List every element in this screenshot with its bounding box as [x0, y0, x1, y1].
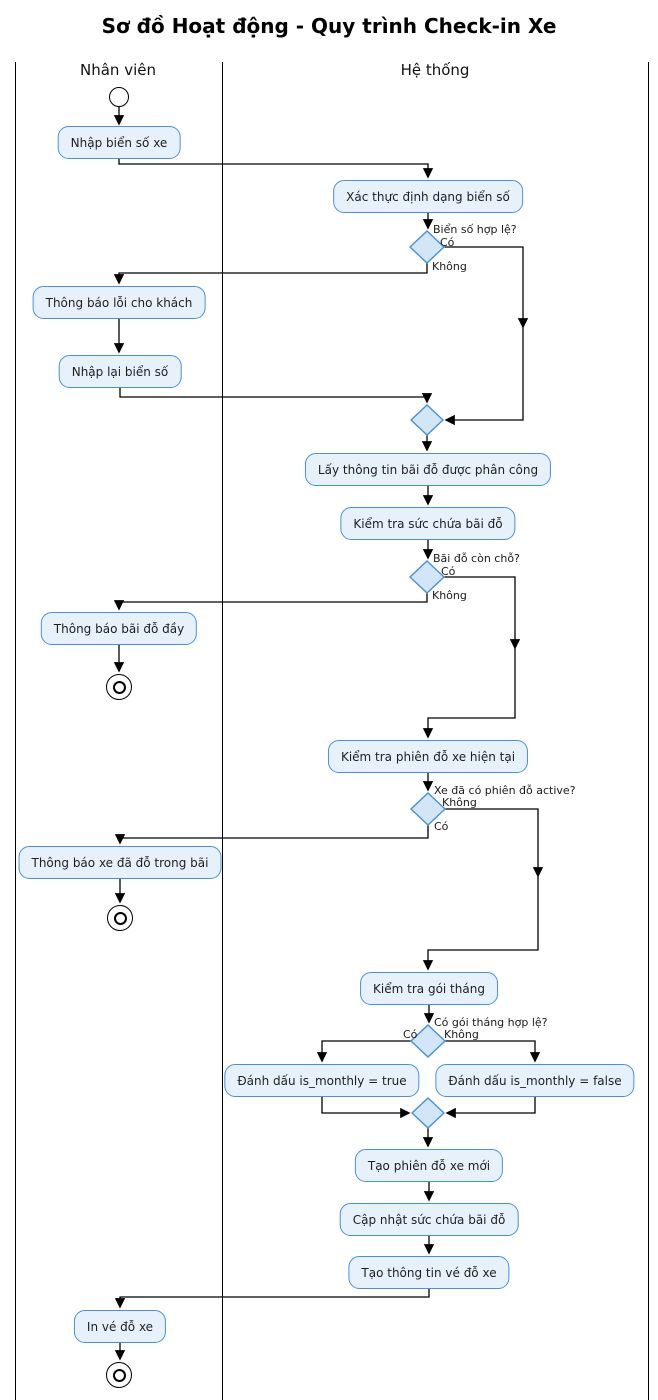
- activity-create-session: Tạo phiên đỗ xe mới: [354, 1149, 504, 1182]
- label-question-plate-valid: Biển số hợp lệ?: [433, 223, 517, 236]
- label-no-lot-available: Không: [432, 589, 467, 602]
- label-yes-monthly-valid: Có: [403, 1028, 418, 1041]
- end-node-inner-circle: [112, 680, 126, 694]
- label-question-monthly-valid: Có gói tháng hợp lệ?: [434, 1016, 548, 1029]
- label-question-lot-available: Bãi đỗ còn chỗ?: [433, 552, 520, 565]
- activity-check-capacity: Kiểm tra sức chứa bãi đỗ: [340, 507, 516, 540]
- label-no-monthly-valid: Không: [444, 1028, 479, 1041]
- diagram-title: Sơ đồ Hoạt động - Quy trình Check-in Xe: [101, 14, 557, 38]
- activity-enter-plate: Nhập biển số xe: [57, 126, 181, 159]
- lane-separator: [222, 62, 223, 1400]
- start-node: [109, 87, 129, 107]
- end-node-final: [106, 1362, 132, 1388]
- end-node-inner-circle: [113, 911, 127, 925]
- activity-validate-format: Xác thực định dạng biển số: [333, 180, 523, 213]
- end-node-lot-full: [106, 674, 132, 700]
- activity-check-monthly: Kiểm tra gói tháng: [360, 972, 498, 1005]
- activity-update-capacity: Cập nhật sức chứa bãi đỗ: [339, 1203, 519, 1236]
- end-node-inner-circle: [112, 1368, 126, 1382]
- activity-mark-monthly-true: Đánh dấu is_monthly = true: [224, 1064, 420, 1097]
- activity-print-ticket: In vé đỗ xe: [73, 1310, 167, 1343]
- label-yes-plate-valid: Có: [440, 236, 455, 249]
- lane-label-system: Hệ thống: [400, 61, 470, 79]
- label-no-plate-valid: Không: [432, 260, 467, 273]
- end-node-already-parked: [107, 905, 133, 931]
- activity-create-ticket: Tạo thông tin vé đỗ xe: [348, 1256, 510, 1289]
- merge-monthly: [410, 1097, 446, 1129]
- label-no-active-session: Không: [442, 796, 477, 809]
- activity-get-lot-info: Lấy thông tin bãi đỗ được phân công: [304, 453, 552, 486]
- lane-border-right: [648, 62, 649, 1400]
- label-yes-active-session: Có: [434, 820, 449, 833]
- lane-label-staff: Nhân viên: [80, 61, 156, 79]
- activity-mark-monthly-false: Đánh dấu is_monthly = false: [435, 1064, 635, 1097]
- activity-notify-error: Thông báo lỗi cho khách: [32, 286, 206, 319]
- activity-check-session: Kiểm tra phiên đỗ xe hiện tại: [327, 740, 529, 773]
- activity-reenter-plate: Nhập lại biển số: [58, 355, 182, 388]
- merge-plate: [409, 404, 445, 436]
- label-yes-lot-available: Có: [441, 565, 456, 578]
- lane-border-left: [15, 62, 16, 1400]
- label-question-active-session: Xe đã có phiên đỗ active?: [434, 784, 576, 797]
- activity-notify-parked: Thông báo xe đã đỗ trong bãi: [18, 846, 222, 879]
- activity-notify-full: Thông báo bãi đỗ đầy: [40, 612, 198, 645]
